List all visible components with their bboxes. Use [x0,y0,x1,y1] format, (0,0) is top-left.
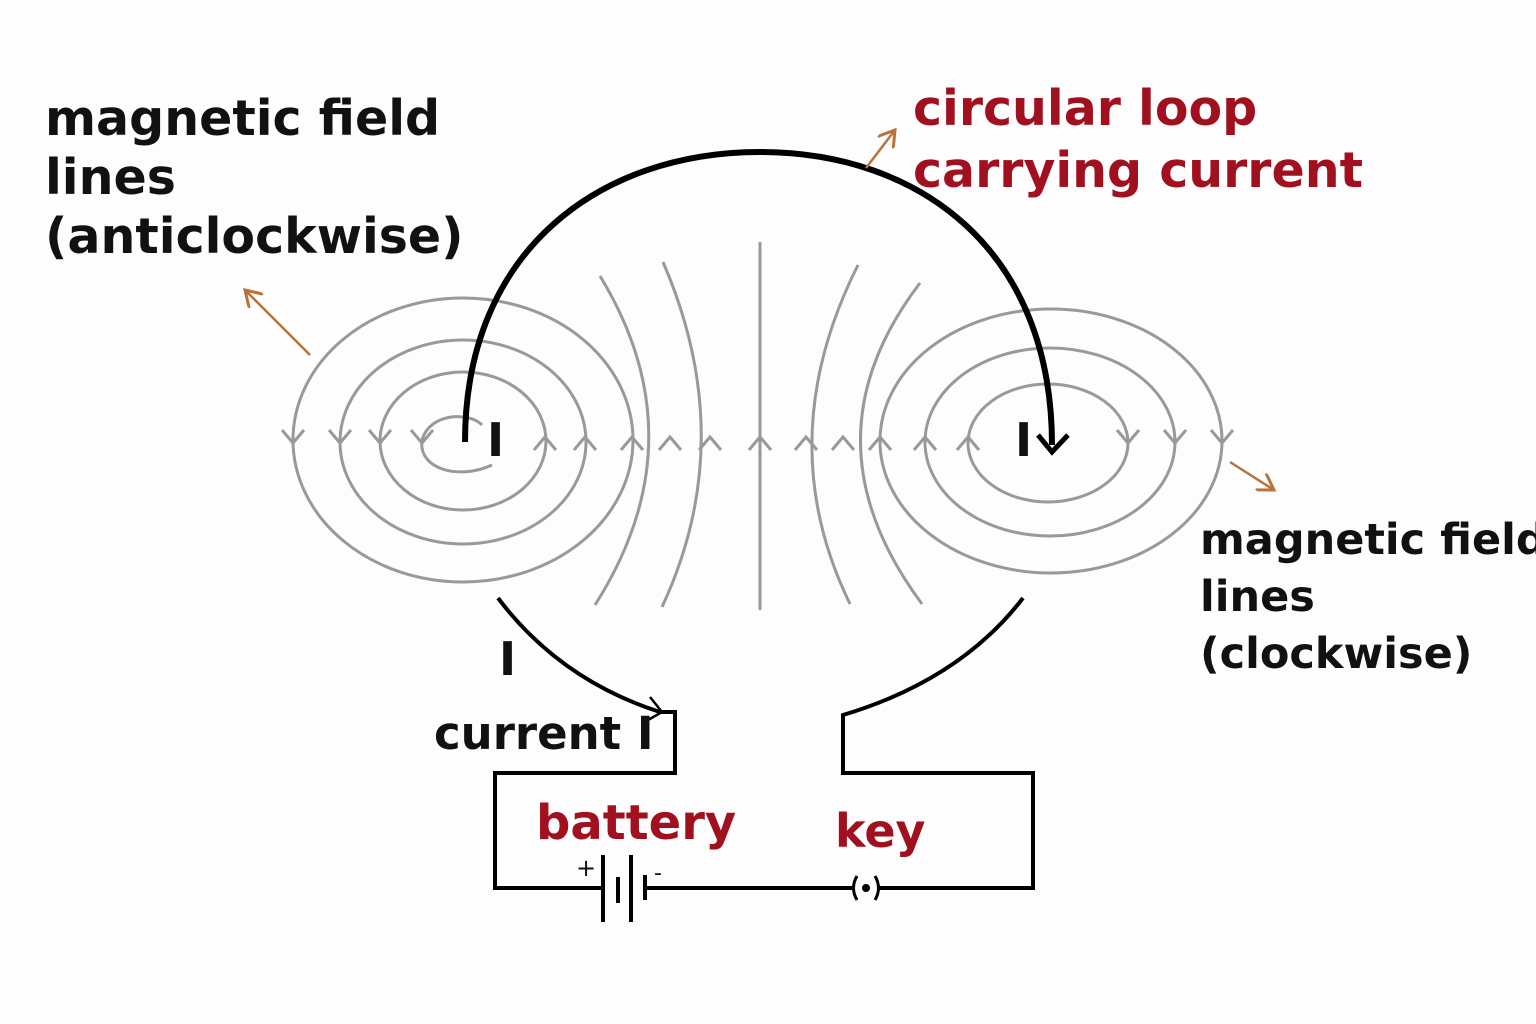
pointer-arrow-icon [865,130,895,169]
pointer-arrow-icon [245,290,311,356]
chevron-up-icon [697,434,723,451]
current-symbol-wire: I [499,632,516,686]
loop-label: circular loop carrying current [913,78,1363,202]
label-line: circular loop [913,80,1258,137]
battery-plus-sign: + [576,854,596,882]
chevron-down-icon [280,429,306,446]
right-circuit-wire [841,596,1035,890]
chevron-up-icon [867,434,893,451]
field-line [593,275,651,606]
wire-current-arrow-icon [647,696,664,722]
label-line: lines [1200,572,1315,622]
chevron-down-icon [327,429,353,446]
key-label: key [835,804,926,858]
label-line: carrying current [913,142,1363,199]
chevron-up-icon [532,434,558,451]
key-symbol-icon [852,875,880,901]
chevron-down-icon [367,429,393,446]
current-arrowhead-icon [1036,433,1070,456]
chevron-up-icon [955,434,981,451]
chevron-down-icon [1115,429,1141,446]
label-line: (clockwise) [1200,629,1473,679]
field-direction-arrows [280,429,1235,451]
chevron-up-icon [619,434,645,451]
field-line [660,261,703,608]
chevron-up-icon [912,434,938,451]
chevron-up-icon [657,434,683,451]
chevron-up-icon [793,434,819,451]
chevron-up-icon [572,434,598,451]
battery-label: battery [536,795,737,851]
battery-symbol-icon [601,855,647,922]
label-line: magnetic field [45,90,441,147]
pointer-arrow-icon [1229,460,1274,490]
chevron-down-icon [409,429,435,446]
central-field-lines [593,242,924,610]
right-field-label: magnetic field lines (clockwise) [1200,512,1536,683]
label-line: (anticlockwise) [45,207,464,265]
chevron-up-icon [830,434,856,451]
battery-minus-sign: - [654,861,662,886]
current-symbol-right: I [1015,413,1032,467]
current-label: current I [434,707,654,760]
chevron-down-icon [1209,429,1235,446]
current-symbol-left: I [487,413,504,467]
label-line: lines [45,148,176,206]
field-line [810,264,860,605]
field-line [859,282,924,605]
label-line: magnetic field [1200,515,1536,565]
left-field-label: magnetic field lines (anticlockwise) [45,90,464,266]
field-loop [420,415,493,474]
left-circuit-wire [493,596,677,890]
chevron-down-icon [1162,429,1188,446]
current-loop-wire [462,148,1055,446]
chevron-up-icon [747,434,773,451]
